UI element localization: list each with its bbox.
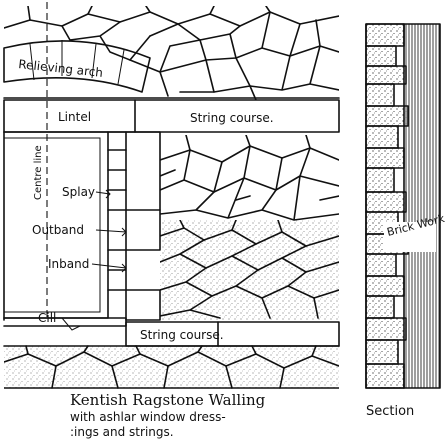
inband-label: Inband [48,257,89,271]
lintel-and-string-course: Lintel String course. [3,99,340,133]
ragstone-upper [160,135,339,221]
splay-label: Splay [62,185,95,199]
outband-label: Outband [32,223,84,237]
relieving-arch: Relieving arch [3,40,151,93]
caption-line-3: :ings and strings. [70,425,174,439]
centre-line-label: Centre line [33,145,44,200]
section-label: Section [366,404,414,419]
cill-label: Cill [38,311,56,325]
string-course-top-label: String course. [190,111,274,125]
dressing-labels: Splay Outband Inband Cill [32,185,127,331]
rubble-wall-bottom [4,345,339,389]
string-course-bottom-label: String course. [140,328,224,342]
centre-line: Centre line [33,2,48,320]
section-drawing: Brick Work Section [365,23,445,419]
caption-line-1: Kentish Ragstone Walling [70,391,266,409]
relieving-arch-label: Relieving arch [18,57,104,80]
caption: Kentish Ragstone Walling with ashlar win… [70,391,266,439]
section-stone-courses [365,23,409,389]
caption-line-2: with ashlar window dress- [70,410,226,424]
rubble-wall-top [4,6,339,100]
lintel-label: Lintel [58,110,91,124]
ragstone-lower [160,220,339,320]
